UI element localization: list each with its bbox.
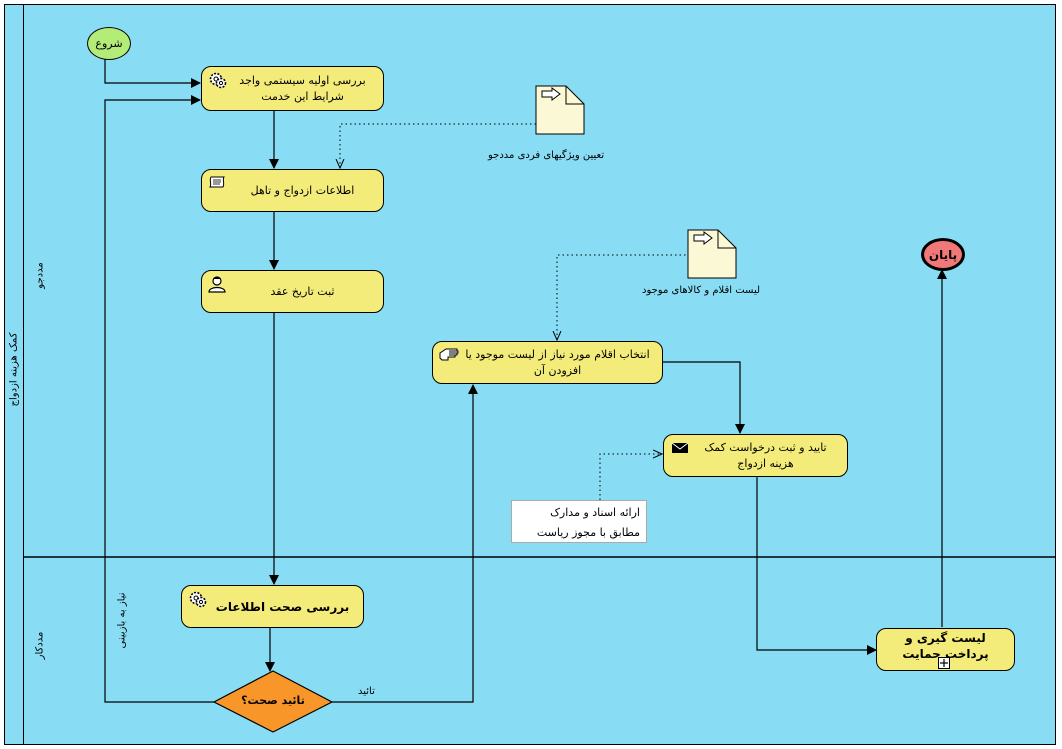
task-verify-info: بررسی صحت اطلاعات	[181, 585, 364, 628]
annotation-line-2: مطابق با مجوز ریاست	[536, 526, 640, 539]
manual-hand-icon	[439, 348, 459, 361]
task-register-date: ثبت تاریخ عقد	[201, 270, 384, 313]
task-select-items-label: انتخاب اقلام مورد نیاز از لیست موجود یا …	[465, 347, 650, 377]
task-initial-check: بررسی اولیه سیستمی واجد شرایط این خدمت	[201, 66, 384, 111]
task-confirm-request-label: تایید و ثبت درخواست کمک هزینه ازدواج	[704, 440, 827, 470]
flow-confirm-to-pay	[756, 477, 877, 655]
gateway-diamond	[212, 670, 334, 733]
flow-start-to-check	[104, 58, 201, 88]
flow-label-approved: تائید	[358, 686, 375, 697]
flow-gateway-approved	[332, 384, 478, 703]
task-register-date-label: ثبت تاریخ عقد	[270, 284, 335, 298]
data-object-personal-specs	[535, 85, 585, 135]
task-marriage-info-label: اطلاعات ازدواج و تاهل	[250, 183, 355, 197]
end-event: پایان	[921, 238, 965, 271]
gear-service-icon	[209, 72, 227, 89]
assoc-annotation	[599, 454, 662, 500]
data-object-personal-specs-label: تعیین ویژگیهای فردی مددجو	[488, 150, 605, 161]
data-object-items-list-label: لیست اقلام و کالاهای موجود	[642, 285, 761, 296]
task-marriage-info: اطلاعات ازدواج و تاهل	[201, 169, 384, 212]
flow-label-needs-review: نیاز به بازبینی	[116, 592, 128, 649]
envelope-send-icon	[671, 442, 689, 453]
task-confirm-request: تایید و ثبت درخواست کمک هزینه ازدواج	[663, 434, 848, 477]
task-initial-check-label: بررسی اولیه سیستمی واجد شرایط این خدمت	[239, 73, 366, 103]
scroll-script-icon	[209, 176, 225, 188]
start-event: شروع	[87, 27, 131, 60]
data-object-items-list	[687, 229, 737, 279]
flow-select-to-confirm	[662, 361, 745, 434]
pool-header: کمک هزینه ازدواج	[4, 4, 24, 745]
end-label: پایان	[928, 247, 958, 262]
text-annotation: ارائه اسناد و مدارک مطابق با مجوز ریاست	[511, 500, 647, 543]
task-select-items: انتخاب اقلام مورد نیاز از لیست موجود یا …	[432, 341, 663, 384]
subprocess-plus-icon	[938, 657, 950, 669]
task-verify-info-label: بررسی صحت اطلاعات	[215, 599, 350, 614]
assoc-items-list	[557, 254, 690, 340]
subprocess-list-pay-label: لیست گیری و پرداخت حمایت	[902, 630, 989, 661]
user-task-icon	[208, 276, 226, 293]
start-label: شروع	[95, 37, 123, 50]
flow-gateway-rework	[104, 95, 214, 703]
gear-service-icon	[189, 591, 207, 608]
subprocess-list-pay: لیست گیری و پرداخت حمایت	[876, 628, 1015, 671]
gateway-label: تائید صحت؟	[241, 694, 305, 707]
annotation-line-1: ارائه اسناد و مدارک	[550, 506, 640, 519]
assoc-personal-specs	[340, 123, 536, 168]
